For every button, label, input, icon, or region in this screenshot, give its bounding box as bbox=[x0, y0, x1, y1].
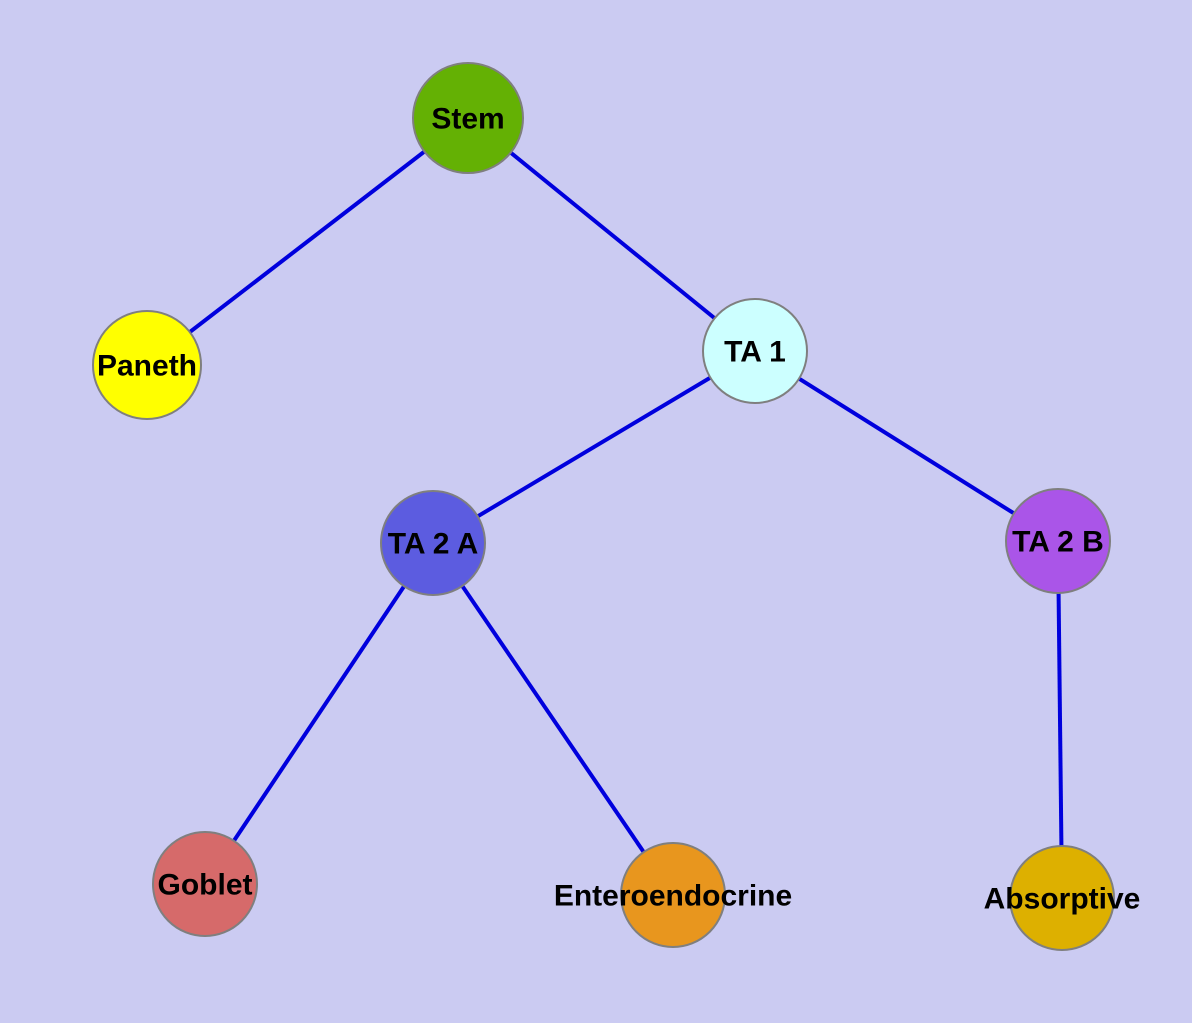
node-circle-stem[interactable] bbox=[412, 62, 524, 174]
node-label-ta2a: TA 2 A bbox=[388, 528, 479, 561]
node-label-stem: Stem bbox=[431, 103, 504, 136]
edge-layer bbox=[145, 116, 1064, 899]
edge-ta1-to-ta2a bbox=[431, 349, 757, 545]
node-label-absorptive: Absorptive bbox=[984, 883, 1141, 916]
node-circle-ta2a[interactable] bbox=[380, 490, 486, 596]
node-ta1[interactable]: TA 1 bbox=[702, 298, 808, 404]
edge-ta2a-to-goblet bbox=[203, 541, 435, 886]
node-circle-paneth[interactable] bbox=[92, 310, 202, 420]
node-label-enteroendocrine: Enteroendocrine bbox=[554, 880, 792, 913]
edge-ta2b-to-absorptive bbox=[1056, 540, 1064, 899]
node-circle-absorptive[interactable] bbox=[1009, 845, 1115, 951]
edge-stem-to-paneth bbox=[145, 116, 470, 367]
node-circle-goblet[interactable] bbox=[152, 831, 258, 937]
edge-ta2a-to-enteroendocrine bbox=[431, 541, 675, 897]
node-paneth[interactable]: Paneth bbox=[92, 310, 202, 420]
node-label-goblet: Goblet bbox=[158, 869, 253, 902]
node-goblet[interactable]: Goblet bbox=[152, 831, 258, 937]
node-ta2a[interactable]: TA 2 A bbox=[380, 490, 486, 596]
node-stem[interactable]: Stem bbox=[412, 62, 524, 174]
node-circle-ta2b[interactable] bbox=[1005, 488, 1111, 594]
node-absorptive[interactable]: Absorptive bbox=[984, 845, 1141, 951]
node-label-ta2b: TA 2 B bbox=[1012, 526, 1104, 559]
node-ta2b[interactable]: TA 2 B bbox=[1005, 488, 1111, 594]
node-circle-enteroendocrine[interactable] bbox=[620, 842, 726, 948]
node-enteroendocrine[interactable]: Enteroendocrine bbox=[554, 842, 792, 948]
node-label-paneth: Paneth bbox=[97, 350, 197, 383]
node-label-ta1: TA 1 bbox=[724, 336, 786, 369]
edge-stem-to-ta1 bbox=[466, 116, 757, 353]
node-circle-ta1[interactable] bbox=[702, 298, 808, 404]
edge-ta1-to-ta2b bbox=[753, 349, 1060, 543]
